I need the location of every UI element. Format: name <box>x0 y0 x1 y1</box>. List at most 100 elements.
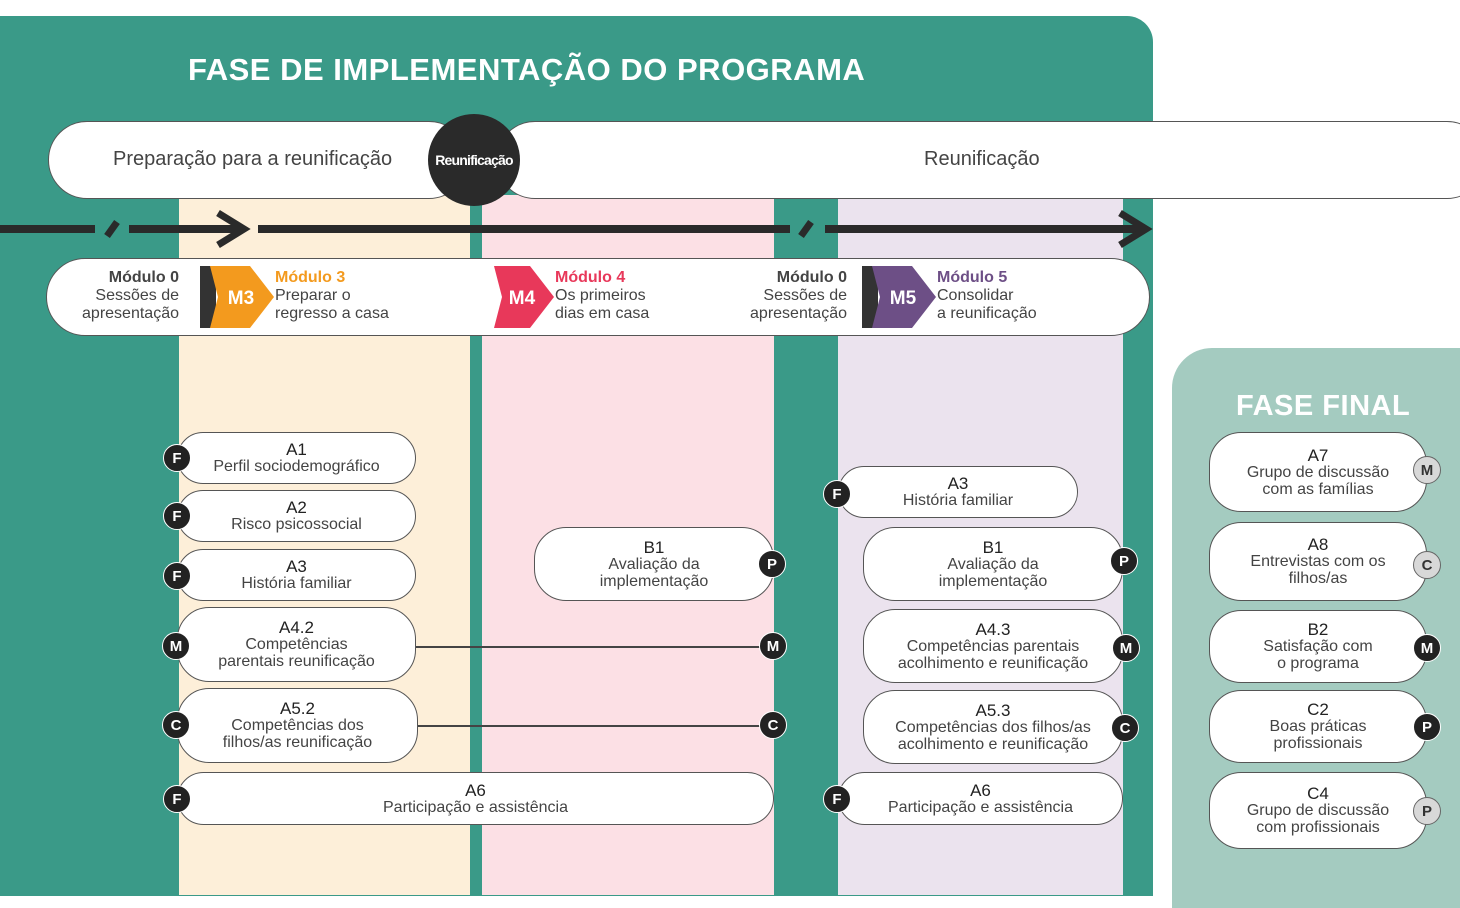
a52-connector-line <box>418 725 766 727</box>
a6-code: A6 <box>465 780 486 800</box>
instrument-a42: A4.2 Competências parentais reunificação <box>177 607 416 682</box>
m4-icon: M4 <box>494 266 554 328</box>
a52-line2: filhos/as reunificação <box>222 734 373 751</box>
instrument-a52: A5.2 Competências dos filhos/as reunific… <box>177 688 418 763</box>
main-title: FASE DE IMPLEMENTAÇÃO DO PROGRAMA <box>188 52 866 87</box>
module-5-line2: a reunificação <box>937 305 1037 322</box>
badge-f-a2: F <box>163 502 191 530</box>
a3-label: História familiar <box>241 575 352 592</box>
b1a-line2: implementação <box>599 572 709 590</box>
module-5-title: Módulo 5 <box>937 269 1008 286</box>
m5-icon-label: M5 <box>890 288 917 309</box>
reunification-marker: Reunificação <box>428 114 520 206</box>
a43-line2: acolhimento e reunificação <box>897 654 1089 672</box>
instrument-a6-second: A6 Participação e assistência <box>838 772 1123 825</box>
phase-preparation-label: Preparação para a reunificação <box>113 148 393 170</box>
instrument-c2: C2 Boas práticas profissionais <box>1209 690 1427 763</box>
module-0-first-title: Módulo 0 <box>108 269 179 286</box>
phase-preparation-pill: Preparação para a reunificação <box>48 121 468 199</box>
m4-icon-label: M4 <box>509 288 536 309</box>
module-0-first: Módulo 0 Sessões de apresentação <box>72 269 179 323</box>
instrument-b1-second: B1 Avaliação da implementação <box>863 527 1123 601</box>
a8-line2: filhos/as <box>1288 570 1348 587</box>
a8-code: A8 <box>1307 535 1329 554</box>
badge-m-a42-end: M <box>759 632 787 660</box>
module-0-first-line2: apresentação <box>82 305 179 322</box>
instrument-a2: A2 Risco psicossocial <box>177 490 416 542</box>
module-4: Módulo 4 Os primeiros dias em casa <box>555 269 649 323</box>
module-0-second-line1: Sessões de <box>763 287 847 304</box>
badge-f-a6: F <box>163 785 191 813</box>
c4-line2: com profissionais <box>1256 819 1380 836</box>
m5-icon: M5 <box>862 266 936 328</box>
instrument-c4: C4 Grupo de discussão com profissionais <box>1209 772 1427 849</box>
module-4-line2: dias em casa <box>555 305 650 322</box>
badge-c-a52-end: C <box>759 711 787 739</box>
badge-f-a3-second: F <box>823 480 851 508</box>
phase-reunification-pill: Reunificação <box>496 121 1460 199</box>
a1-label: Perfil sociodemográfico <box>213 458 380 475</box>
badge-m-b2: M <box>1413 634 1441 662</box>
module-3: Módulo 3 Preparar o regresso a casa <box>275 269 389 323</box>
badge-m-a42: M <box>162 632 190 660</box>
a3-code: A3 <box>286 557 307 576</box>
c4-code: C4 <box>1307 784 1329 803</box>
final-title: FASE FINAL <box>1236 390 1411 422</box>
c2-line2: profissionais <box>1273 735 1363 752</box>
badge-m-a7: M <box>1413 456 1441 484</box>
phase-reunification-label: Reunificação <box>924 148 1040 170</box>
instrument-a3: A3 História familiar <box>177 549 416 601</box>
module-3-line2: regresso a casa <box>275 305 389 322</box>
a3b-label: História familiar <box>902 492 1014 509</box>
instrument-a3-second: A3 História familiar <box>838 466 1078 518</box>
b1b-line2: implementação <box>938 572 1048 590</box>
badge-c-a52: C <box>162 711 190 739</box>
module-0-second-title: Módulo 0 <box>776 269 847 286</box>
a6b-label: Participação e assistência <box>888 798 1073 816</box>
a8-line1: Entrevistas com os <box>1250 553 1386 570</box>
instrument-a53: A5.3 Competências dos filhos/as acolhime… <box>863 690 1123 764</box>
b2-line1: Satisfação com <box>1263 638 1373 655</box>
a42-line1: Competências <box>245 636 348 653</box>
a53-line2: acolhimento e reunificação <box>897 735 1089 753</box>
a2-code: A2 <box>286 498 307 517</box>
module-0-second: Módulo 0 Sessões de apresentação <box>740 269 847 323</box>
b2-line2: o programa <box>1277 655 1359 672</box>
badge-c-a53: C <box>1111 714 1139 742</box>
a42-line2: parentais reunificação <box>218 653 375 670</box>
instrument-a1: A1 Perfil sociodemográfico <box>177 432 416 484</box>
a43-code: A4.3 <box>975 619 1011 639</box>
b1b-code: B1 <box>982 537 1004 557</box>
a1-code: A1 <box>286 440 307 459</box>
badge-p-c2: P <box>1413 713 1441 741</box>
badge-p-b1-first: P <box>758 550 786 578</box>
instrument-a7: A7 Grupo de discussão com as famílias <box>1209 432 1427 512</box>
b2-code: B2 <box>1307 620 1329 639</box>
badge-f-a6-second: F <box>823 785 851 813</box>
module-4-title: Módulo 4 <box>555 269 626 286</box>
m3-icon-label: M3 <box>228 288 254 309</box>
c2-line1: Boas práticas <box>1269 718 1367 735</box>
badge-f-a3: F <box>163 562 191 590</box>
instrument-b1-first: B1 Avaliação da implementação <box>534 527 774 601</box>
instrument-a8: A8 Entrevistas com os filhos/as <box>1209 522 1427 601</box>
module-5-line1: Consolidar <box>937 287 1014 304</box>
badge-p-c4: P <box>1413 797 1441 825</box>
c4-line1: Grupo de discussão <box>1246 802 1390 819</box>
a52-code: A5.2 <box>280 699 315 718</box>
badge-c-a8: C <box>1413 551 1441 579</box>
m3-icon: M3 <box>200 266 274 328</box>
module-3-title: Módulo 3 <box>275 269 346 286</box>
badge-f-a1: F <box>163 444 191 472</box>
badge-p-b1-second: P <box>1110 547 1138 575</box>
a7-line2: com as famílias <box>1262 480 1374 498</box>
a6b-code: A6 <box>970 780 991 800</box>
a6-label: Participação e assistência <box>383 798 568 816</box>
b1b-line1: Avaliação da <box>947 555 1039 573</box>
a42-code: A4.2 <box>279 618 314 637</box>
module-0-first-line1: Sessões de <box>95 287 179 304</box>
a52-line1: Competências dos <box>231 717 364 734</box>
a53-code: A5.3 <box>975 700 1011 720</box>
a2-label: Risco psicossocial <box>231 516 362 533</box>
module-0-second-line2: apresentação <box>750 305 847 322</box>
